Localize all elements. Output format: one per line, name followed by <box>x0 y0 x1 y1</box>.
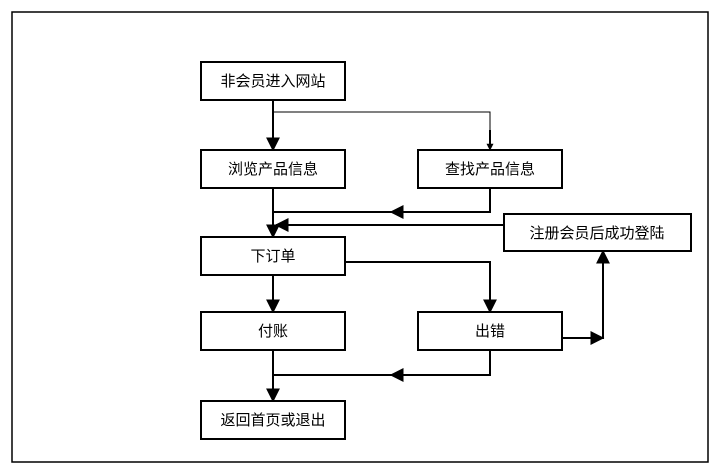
node-register-login-label: 注册会员后成功登陆 <box>529 224 664 242</box>
node-return-or-exit-label: 返回首页或退出 <box>220 411 325 429</box>
node-search-products: 查找产品信息 <box>417 149 563 189</box>
edge-enter-to-search <box>273 111 494 151</box>
edge-order-to-error <box>345 261 497 314</box>
node-nonmember-enter-label: 非会员进入网站 <box>220 72 325 90</box>
node-place-order-label: 下订单 <box>250 247 295 265</box>
node-return-or-exit: 返回首页或退出 <box>200 400 346 440</box>
diagram-frame <box>11 11 709 463</box>
node-browse-products-label: 浏览产品信息 <box>228 160 318 178</box>
node-error: 出错 <box>417 311 563 351</box>
node-pay: 付账 <box>200 311 346 351</box>
node-pay-label: 付账 <box>258 322 288 340</box>
node-error-label: 出错 <box>475 322 505 340</box>
node-browse-products: 浏览产品信息 <box>200 149 346 189</box>
node-nonmember-enter: 非会员进入网站 <box>200 61 346 101</box>
edge-search-to-order <box>389 188 491 219</box>
node-search-products-label: 查找产品信息 <box>445 160 535 178</box>
edge-error-to-return <box>389 350 491 382</box>
edge-error-to-register <box>562 249 610 339</box>
node-register-login: 注册会员后成功登陆 <box>503 213 692 252</box>
node-place-order: 下订单 <box>200 236 346 276</box>
